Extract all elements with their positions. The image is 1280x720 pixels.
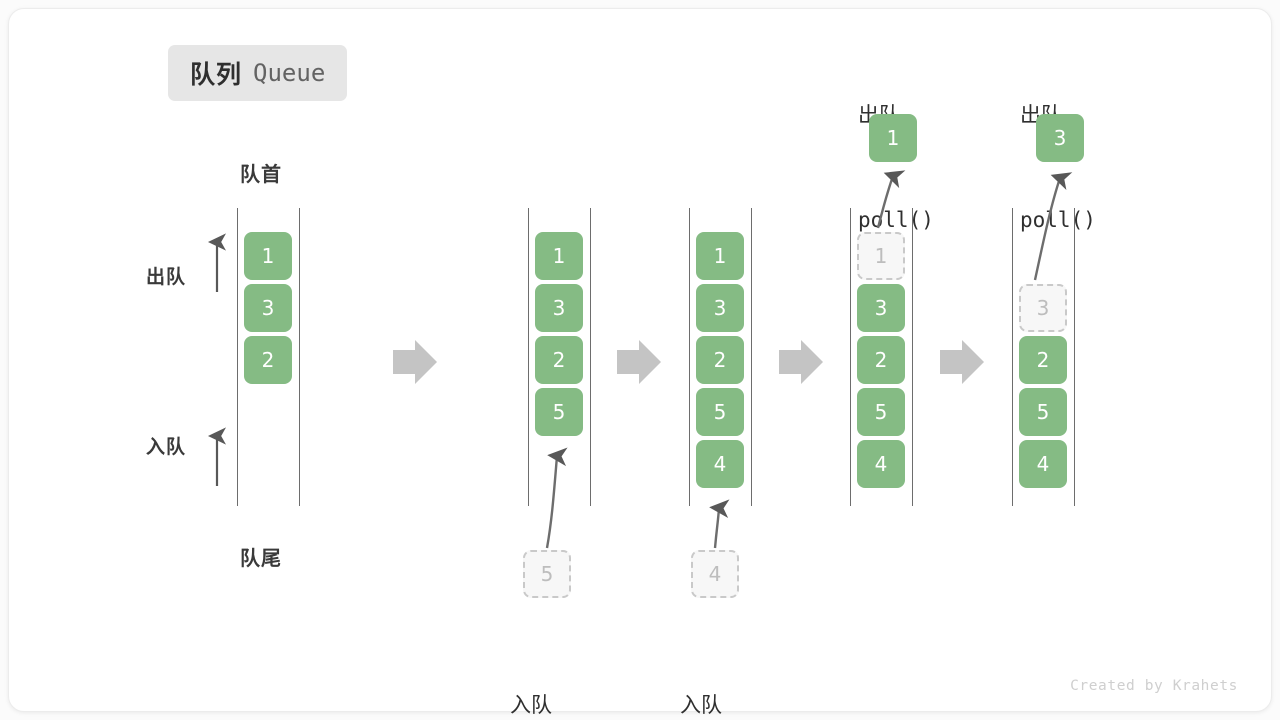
queue-element: 2 bbox=[696, 336, 744, 384]
op-header-poll-2: 出队 poll() bbox=[1020, 28, 1096, 308]
queue-element: 1 bbox=[244, 232, 292, 280]
enqueue-direction-label: 入队 bbox=[146, 437, 187, 458]
popped-element-ghost: 3 bbox=[1019, 284, 1067, 332]
incoming-element-ghost: 5 bbox=[523, 550, 571, 598]
incoming-element-ghost: 4 bbox=[691, 550, 739, 598]
queue-rail-left-3 bbox=[689, 208, 691, 506]
queue-element: 2 bbox=[1019, 336, 1067, 384]
queue-element: 3 bbox=[535, 284, 583, 332]
queue-head-label: 队首 bbox=[240, 164, 282, 186]
queue-rail-left-5 bbox=[1012, 208, 1014, 506]
queue-element: 5 bbox=[857, 388, 905, 436]
queue-rail-right-3 bbox=[751, 208, 753, 506]
title-english: Queue bbox=[253, 59, 326, 87]
queue-element: 5 bbox=[696, 388, 744, 436]
queue-element: 4 bbox=[857, 440, 905, 488]
queue-element: 3 bbox=[244, 284, 292, 332]
op-header-poll-2-code: poll() bbox=[1020, 208, 1096, 232]
queue-rail-right-5 bbox=[1074, 208, 1076, 506]
queue-element: 5 bbox=[1019, 388, 1067, 436]
diagram-title-badge: 队列 Queue bbox=[168, 45, 348, 101]
queue-element: 2 bbox=[857, 336, 905, 384]
queue-element: 1 bbox=[696, 232, 744, 280]
op-caption-offer-4: 入队 offer(4) bbox=[680, 618, 781, 720]
queue-element: 3 bbox=[857, 284, 905, 332]
popped-element-ghost: 1 bbox=[857, 232, 905, 280]
queue-rail-left-2 bbox=[528, 208, 530, 506]
queue-rail-left-4 bbox=[850, 208, 852, 506]
op-caption-offer-4-cn: 入队 bbox=[680, 693, 722, 717]
queue-element: 5 bbox=[535, 388, 583, 436]
queue-rail-left-1 bbox=[237, 208, 239, 506]
queue-element: 2 bbox=[244, 336, 292, 384]
queue-element: 3 bbox=[696, 284, 744, 332]
queue-element: 4 bbox=[696, 440, 744, 488]
queue-element: 2 bbox=[535, 336, 583, 384]
title-chinese: 队列 bbox=[190, 61, 243, 89]
watermark-credit: Created by Krahets bbox=[1070, 678, 1238, 694]
queue-rail-right-2 bbox=[590, 208, 592, 506]
popped-element: 1 bbox=[869, 114, 917, 162]
queue-element: 1 bbox=[535, 232, 583, 280]
op-caption-offer-5-cn: 入队 bbox=[510, 693, 552, 717]
queue-rail-right-1 bbox=[299, 208, 301, 506]
popped-element: 3 bbox=[1036, 114, 1084, 162]
queue-tail-label: 队尾 bbox=[240, 548, 282, 570]
queue-element: 4 bbox=[1019, 440, 1067, 488]
op-caption-offer-5: 入队 offer(5) bbox=[510, 618, 611, 720]
op-header-poll-1-code: poll() bbox=[858, 208, 934, 232]
queue-rail-right-4 bbox=[912, 208, 914, 506]
dequeue-direction-label: 出队 bbox=[146, 267, 187, 288]
